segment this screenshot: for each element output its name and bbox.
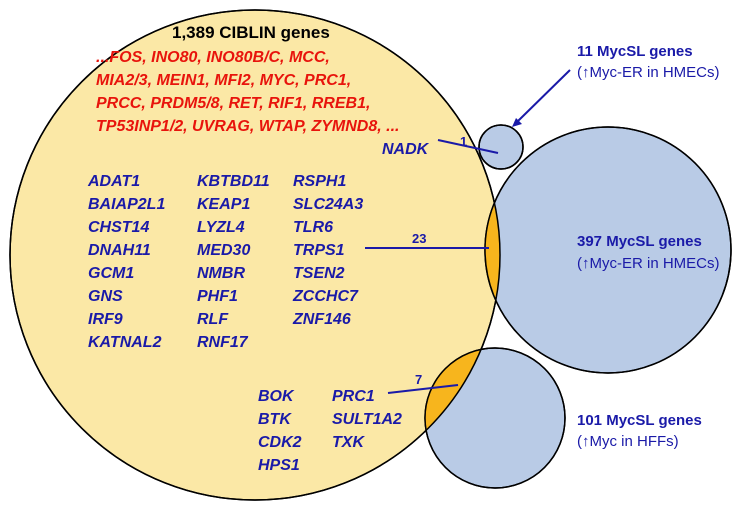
- label-11-title: 11 MycSL genes: [577, 43, 693, 60]
- gene: GCM1: [88, 265, 134, 282]
- gene: SLC24A3: [293, 196, 363, 213]
- pointer-7: [387, 384, 459, 394]
- gene: ZNF146: [292, 311, 351, 328]
- red-line-1: ...FOS, INO80, INO80B/C, MCC,: [96, 49, 330, 66]
- gene-column-3: RSPH1 SLC24A3 TLR6 TRPS1 TSEN2 ZCCHC7 ZN…: [292, 173, 363, 328]
- gene: RLF: [197, 311, 229, 328]
- label-11-sub: (↑Myc-ER in HMECs): [577, 64, 720, 81]
- gene: CHST14: [88, 219, 149, 236]
- nadk-gene: NADK: [382, 141, 430, 158]
- gene: DNAH11: [88, 242, 151, 259]
- gene: IRF9: [88, 311, 123, 328]
- gene: BOK: [258, 388, 295, 405]
- gene-bottom-column-1: BOK BTK CDK2 HPS1: [258, 388, 302, 474]
- gene: RNF17: [197, 334, 249, 351]
- ciblin-title: 1,389 CIBLIN genes: [172, 23, 330, 42]
- gene: GNS: [88, 288, 123, 305]
- mycsl-397-circle: [484, 126, 732, 374]
- gene: HPS1: [258, 457, 300, 474]
- gene: PHF1: [197, 288, 238, 305]
- gene: KBTBD11: [197, 173, 270, 190]
- gene: MED30: [197, 242, 250, 259]
- label-397-sub: (↑Myc-ER in HMECs): [577, 255, 720, 272]
- red-line-3: PRCC, PRDM5/8, RET, RIF1, RREB1,: [96, 95, 370, 112]
- red-line-4: TP53INP1/2, UVRAG, WTAP, ZYMND8, ...: [96, 118, 399, 135]
- pointer-1: [437, 139, 499, 154]
- label-101-sub: (↑Myc in HFFs): [577, 433, 679, 450]
- gene: NMBR: [197, 265, 245, 282]
- gene: BAIAP2L1: [88, 196, 165, 213]
- gene: CDK2: [258, 434, 302, 451]
- gene-column-2: KBTBD11 KEAP1 LYZL4 MED30 NMBR PHF1 RLF …: [197, 173, 270, 351]
- label-101-title: 101 MycSL genes: [577, 412, 702, 429]
- gene: BTK: [258, 411, 292, 428]
- arrowhead-11: [512, 118, 522, 127]
- gene-column-1: ADAT1 BAIAP2L1 CHST14 DNAH11 GCM1 GNS IR…: [87, 173, 165, 351]
- gene: PRC1: [332, 388, 375, 405]
- gene: LYZL4: [197, 219, 245, 236]
- gene: SULT1A2: [332, 411, 402, 428]
- label-397-title: 397 MycSL genes: [577, 233, 702, 250]
- gene: KATNAL2: [88, 334, 162, 351]
- gene: TSEN2: [293, 265, 345, 282]
- gene-bottom-column-2: PRC1 SULT1A2 TXK: [332, 388, 402, 451]
- gene: TXK: [332, 434, 365, 451]
- gene: TLR6: [293, 219, 333, 236]
- gene: ADAT1: [87, 173, 140, 190]
- arrow-11: [517, 69, 571, 122]
- gene: TRPS1: [293, 242, 345, 259]
- gene: RSPH1: [293, 173, 346, 190]
- count-small: 1: [460, 134, 467, 149]
- count-big: 23: [412, 231, 426, 246]
- count-bottom: 7: [415, 372, 422, 387]
- gene: ZCCHC7: [292, 288, 359, 305]
- gene: KEAP1: [197, 196, 250, 213]
- red-line-2: MIA2/3, MEIN1, MFI2, MYC, PRC1,: [96, 72, 351, 89]
